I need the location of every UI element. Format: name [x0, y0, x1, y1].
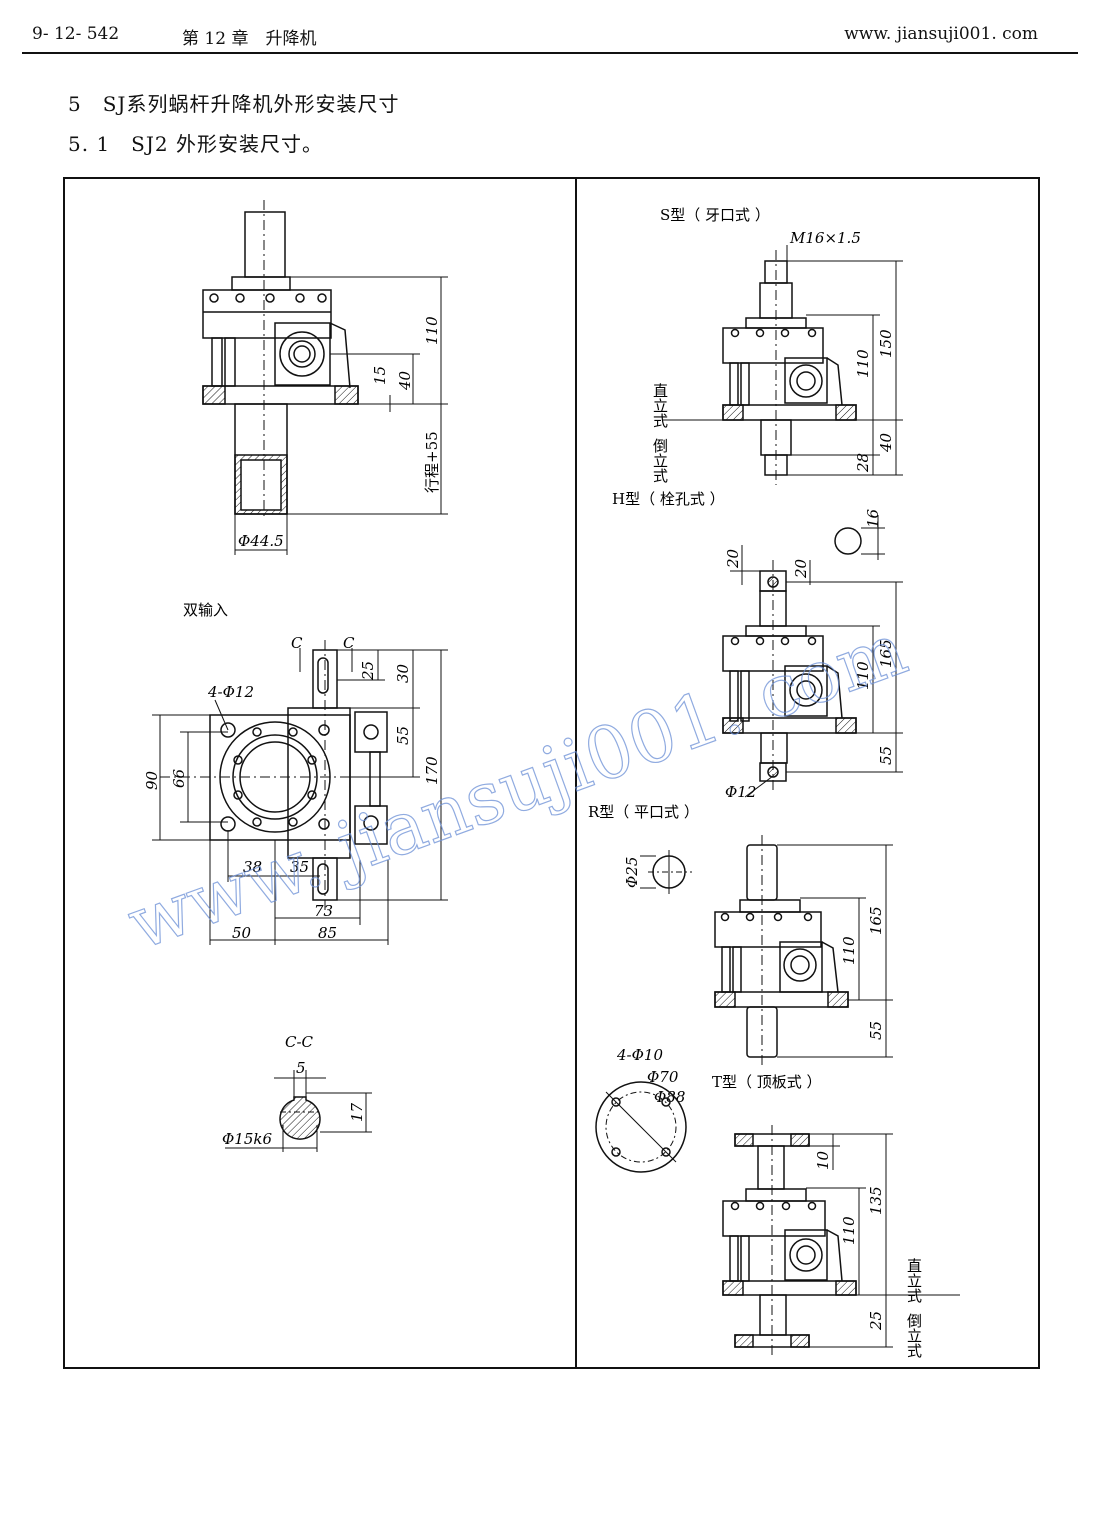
r-type-end-phi-25: Φ25: [623, 857, 641, 888]
main-view-drawing: [202, 200, 359, 520]
s-type-dim-110: 110: [854, 349, 872, 378]
dim-40: 40: [396, 370, 414, 391]
dim-key-17: 17: [348, 1102, 366, 1122]
dim-90: 90: [143, 770, 161, 790]
website-url: www. jiansuji001. com: [844, 24, 1038, 44]
h-type-drawing: [722, 527, 862, 790]
dim-25: 25: [359, 661, 377, 681]
t-type-title: T型（ 顶板式 ）: [712, 1073, 822, 1091]
dim-key-5: 5: [296, 1059, 306, 1077]
t-type-holes: 4-Φ10: [616, 1046, 663, 1064]
dim-4-phi-12: 4-Φ12: [207, 683, 254, 701]
section-cc-title: C-C: [285, 1033, 314, 1051]
double-input-dimension-lines: [152, 648, 448, 945]
h-type-dim-110: 110: [854, 661, 872, 690]
drawing-frame: 110 15 40 行程+55 Φ44.5 双输入: [63, 177, 1040, 1369]
h-type-dim-16: 16: [864, 508, 882, 528]
dim-66: 66: [170, 768, 188, 788]
page-number: 9- 12- 542: [32, 24, 120, 44]
r-type-dim-110: 110: [840, 936, 858, 965]
r-type-dimension-lines: [640, 844, 893, 1058]
dim-55: 55: [394, 726, 412, 745]
s-type-inverted-label: 倒立式: [651, 438, 669, 483]
r-type-dim-165: 165: [867, 906, 885, 935]
section-cc-dimension-lines: [225, 1070, 372, 1152]
dim-35: 35: [290, 858, 309, 876]
t-type-upright-label: 直立式: [905, 1258, 923, 1303]
section-mark-c-right: C: [343, 634, 355, 652]
drawing-canvas: 110 15 40 行程+55 Φ44.5 双输入: [116, 177, 960, 1369]
dim-phi-15k6: Φ15k6: [222, 1130, 272, 1148]
dim-85: 85: [318, 924, 337, 942]
t-type-dimension-lines: [806, 1133, 960, 1348]
r-type-title: R型（ 平口式 ）: [588, 803, 699, 821]
dim-110: 110: [423, 316, 441, 345]
r-type-drawing: [648, 835, 849, 1065]
h-type-pin-phi-12: Φ12: [725, 783, 756, 801]
dim-50: 50: [232, 924, 252, 942]
dim-73: 73: [314, 902, 333, 920]
h-type-title: H型（ 栓孔式 ）: [612, 490, 725, 508]
double-input-title: 双输入: [183, 601, 228, 619]
t-type-inverted-label: 倒立式: [905, 1313, 923, 1358]
dim-38: 38: [243, 858, 262, 876]
s-type-upright-label: 直立式: [651, 383, 669, 428]
s-type-dim-150: 150: [877, 329, 895, 358]
h-type-dim-165: 165: [877, 639, 895, 668]
h-type-dim-20b: 20: [792, 558, 810, 579]
main-view-dimension-lines: [234, 276, 448, 555]
h-type-dim-20a: 20: [724, 548, 742, 569]
page-header: 9- 12- 542 第 12 章 升降机 www. jiansuji001. …: [22, 22, 1078, 54]
dim-stroke-plus-55: 行程+55: [423, 431, 441, 493]
h-type-dimension-lines: [730, 515, 903, 798]
s-type-dimension-lines: [663, 245, 903, 476]
t-type-pcd: Φ70: [647, 1068, 679, 1086]
subsection-heading: 5. 1 SJ2 外形安装尺寸。: [68, 132, 323, 156]
s-type-thread: M16×1.5: [789, 229, 861, 247]
s-type-drawing: [722, 250, 857, 485]
section-heading: 5 SJ系列蜗杆升降机外形安装尺寸: [68, 92, 400, 116]
section-cc-drawing: [279, 1096, 322, 1140]
dim-phi-44-5: Φ44.5: [238, 532, 284, 550]
t-type-dim-10: 10: [814, 1150, 832, 1170]
dim-170: 170: [423, 756, 441, 785]
r-type-dim-55: 55: [867, 1021, 885, 1040]
section-mark-c-left: C: [291, 634, 303, 652]
s-type-dim-28: 28: [854, 453, 872, 473]
dim-15: 15: [371, 366, 389, 385]
dim-30: 30: [394, 663, 412, 683]
t-type-dim-25: 25: [867, 1311, 885, 1331]
t-type-drawing: [595, 1081, 857, 1355]
t-type-dim-135: 135: [867, 1186, 885, 1215]
chapter-title: 第 12 章 升降机: [182, 29, 317, 49]
t-type-dim-110: 110: [840, 1216, 858, 1245]
s-type-title: S型（ 牙口式 ）: [660, 206, 770, 224]
h-type-dim-55: 55: [877, 746, 895, 765]
s-type-dim-40: 40: [877, 432, 895, 453]
